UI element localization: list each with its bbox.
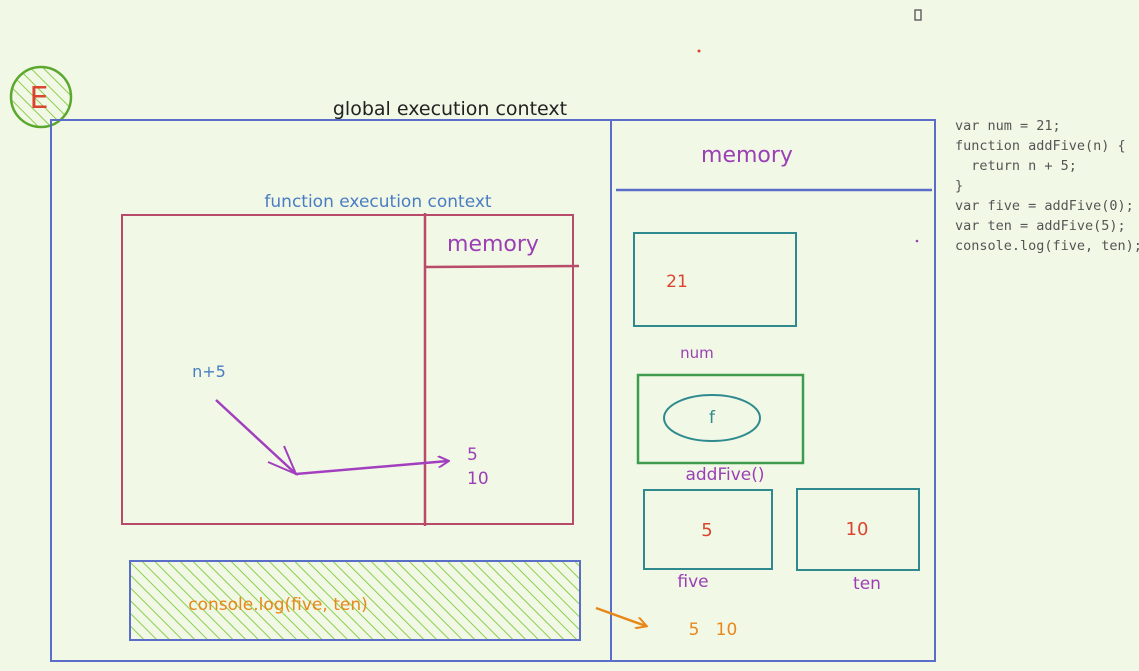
code-line: var five = addFive(0);: [955, 198, 1134, 214]
call-stack-item: [129, 560, 581, 641]
memory-slot-five: [643, 489, 773, 570]
memory-slot-ten-label: ten: [853, 574, 881, 594]
stray-dot: [697, 49, 701, 53]
stray-dot: [915, 239, 919, 243]
memory-slot-num-label: num: [680, 344, 714, 362]
memory-slot-ten: [796, 488, 920, 571]
stray-mark: [914, 9, 922, 21]
console-output: 5 10: [689, 620, 738, 640]
function-result-2: 10: [467, 469, 489, 489]
memory-slot-addfive: [636, 373, 805, 465]
function-expression: n+5: [192, 362, 226, 381]
memory-slot-num-value: 21: [666, 272, 688, 292]
memory-slot-five-label: five: [677, 572, 708, 592]
code-line: return n + 5;: [955, 158, 1077, 174]
function-result-1: 5: [467, 445, 478, 465]
output-arrow: [595, 606, 646, 626]
memory-slot-addfive-label: addFive(): [685, 465, 764, 485]
function-memory-header-line: [424, 264, 580, 269]
evaluation-arrow-bend: [267, 445, 298, 476]
function-context-title: function execution context: [264, 192, 492, 212]
global-context-badge: E: [9, 65, 73, 129]
code-line: console.log(five, ten);: [955, 238, 1139, 254]
code-line: function addFive(n) {: [955, 138, 1126, 154]
source-code: var num = 21; function addFive(n) { retur…: [955, 116, 1139, 256]
memory-slot-num: [633, 232, 797, 327]
memory-slot-addfive-value: f: [709, 408, 716, 428]
evaluation-arrow: [215, 399, 448, 476]
function-memory-title: memory: [447, 232, 539, 257]
call-stack-item-label: console.log(five, ten): [188, 595, 367, 615]
global-memory-title: memory: [701, 143, 793, 168]
memory-slot-five-value: 5: [701, 520, 712, 541]
code-line: var num = 21;: [955, 118, 1061, 134]
memory-slot-ten-value: 10: [846, 519, 869, 540]
global-context-frame: [50, 119, 936, 662]
badge-letter: E: [30, 81, 49, 116]
global-context-title: global execution context: [333, 98, 567, 120]
function-object-icon: [663, 394, 761, 442]
function-context-frame: [121, 214, 574, 525]
code-line: var ten = addFive(5);: [955, 218, 1126, 234]
code-line: }: [955, 178, 964, 194]
